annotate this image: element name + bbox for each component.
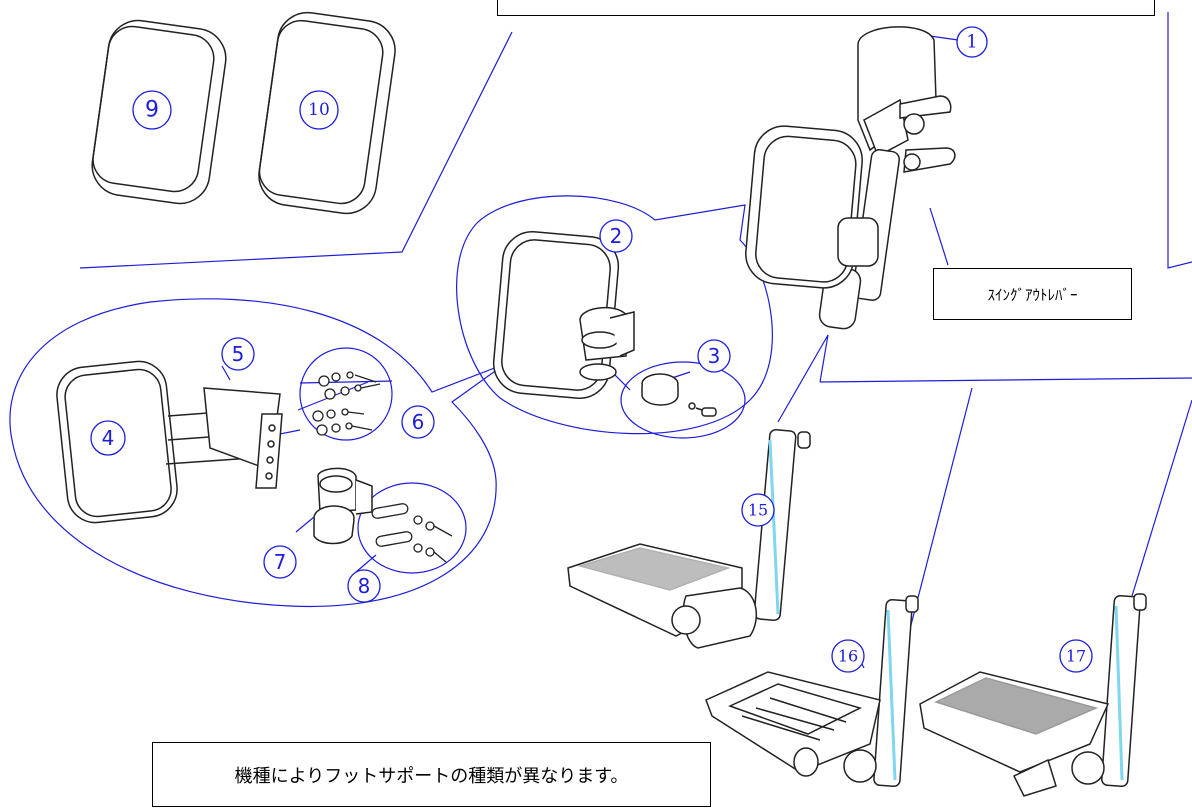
leader-17 xyxy=(1131,399,1192,597)
part-number-16: 16 xyxy=(838,647,858,666)
part-number-3: 3 xyxy=(708,344,721,368)
part-number-17: 17 xyxy=(1066,647,1086,666)
swing-out-lever-label: ｽｲﾝｸﾞｱｳﾄﾚﾊﾞｰ xyxy=(933,268,1132,320)
callout-circle-3 xyxy=(697,339,731,373)
divider-right xyxy=(1167,12,1192,269)
callout-circle-16 xyxy=(831,639,865,673)
tube-16 xyxy=(873,598,913,788)
detail-balloon-large xyxy=(9,298,506,608)
part-number-5: 5 xyxy=(232,342,245,366)
part-number-4: 4 xyxy=(102,426,115,450)
top-frame-box xyxy=(497,0,1155,16)
footsupport-note: 機種によりフットサポートの種類が異なります。 xyxy=(152,742,711,807)
callout-circle-4 xyxy=(90,420,126,456)
callout-circle-17 xyxy=(1059,639,1093,673)
callout-circle-8 xyxy=(347,569,381,603)
part-number-10: 10 xyxy=(308,100,330,120)
part-number-2: 2 xyxy=(610,224,623,248)
callout-circle-5 xyxy=(221,337,255,371)
part-number-15: 15 xyxy=(748,501,768,520)
part-number-6: 6 xyxy=(412,410,425,434)
part-number-9: 9 xyxy=(145,98,159,123)
callout-circle-1 xyxy=(956,26,988,58)
detail-balloon-medium xyxy=(456,195,773,435)
footplate-17 xyxy=(919,671,1110,773)
divider-topleft xyxy=(79,31,513,269)
divider-footrest xyxy=(819,377,1192,383)
part-number-8: 8 xyxy=(358,574,371,598)
part-number-1: 1 xyxy=(966,32,977,53)
callout-circle-6 xyxy=(401,405,435,439)
callout-circle-7 xyxy=(263,545,297,579)
callout-circle-15 xyxy=(741,493,775,527)
pad-assembly xyxy=(745,125,863,289)
leader-swing-lever xyxy=(929,207,949,266)
tube-17 xyxy=(1101,594,1141,788)
part-number-7: 7 xyxy=(274,550,287,574)
callout-circle-10 xyxy=(299,90,339,130)
callout-circle-9 xyxy=(132,90,172,130)
leader-16 xyxy=(901,387,973,661)
callout-circle-2 xyxy=(599,219,633,253)
